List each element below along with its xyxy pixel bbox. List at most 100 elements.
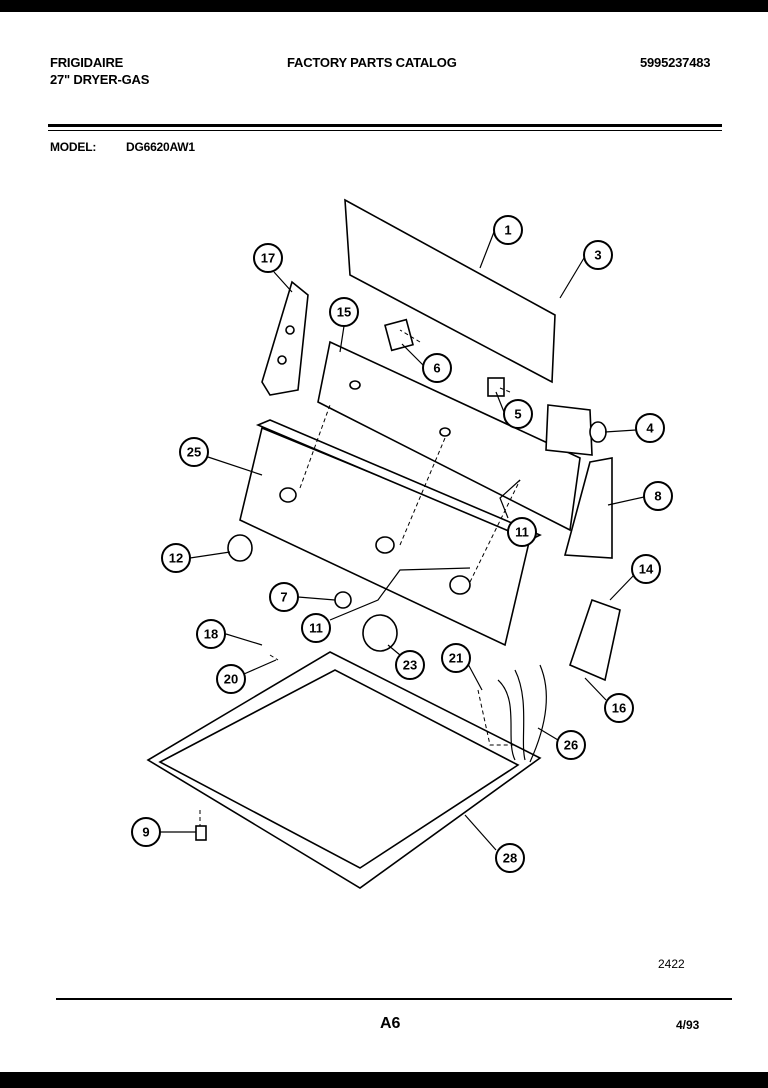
callout-28: 28 bbox=[495, 843, 525, 873]
svg-text:3: 3 bbox=[594, 248, 601, 263]
console-top-lip bbox=[255, 419, 542, 541]
panel-hole bbox=[439, 427, 451, 437]
control-module bbox=[569, 598, 621, 682]
catalog-number: 5995237483 bbox=[640, 55, 711, 70]
leader-line bbox=[243, 659, 277, 675]
top-cover-inner bbox=[158, 669, 520, 869]
page-number: A6 bbox=[380, 1015, 401, 1032]
leader-line bbox=[225, 633, 263, 646]
small-knob-part bbox=[487, 377, 505, 397]
assembly-line bbox=[477, 689, 515, 746]
callout-11-upper: 11 bbox=[507, 517, 537, 547]
callout-23: 23 bbox=[395, 650, 425, 680]
control-panel bbox=[317, 340, 581, 532]
callout-8: 8 bbox=[643, 481, 673, 511]
console-hole bbox=[449, 575, 471, 595]
wire-harness bbox=[514, 669, 526, 761]
callout-5: 5 bbox=[503, 399, 533, 429]
svg-text:8: 8 bbox=[654, 489, 661, 504]
bracket-screw bbox=[277, 355, 287, 365]
assembly-line bbox=[269, 654, 279, 661]
leader-line bbox=[387, 644, 401, 656]
callout-26: 26 bbox=[556, 730, 586, 760]
leader-line bbox=[495, 391, 505, 413]
leader-line bbox=[467, 663, 483, 691]
leader-line bbox=[273, 271, 293, 293]
figure-number: 2422 bbox=[658, 957, 685, 971]
assembly-line bbox=[499, 387, 511, 393]
model-number: DG6620AW1 bbox=[126, 140, 195, 154]
leader-line bbox=[401, 343, 425, 367]
console-hole bbox=[375, 536, 395, 554]
callout-11-lower: 11 bbox=[301, 613, 331, 643]
footer-rule bbox=[56, 998, 732, 1000]
brand-name: FRIGIDAIRE bbox=[50, 55, 124, 70]
revision-date: 4/93 bbox=[676, 1018, 700, 1032]
wire-harness bbox=[497, 679, 516, 761]
callout-16: 16 bbox=[604, 693, 634, 723]
callout-9: 9 bbox=[131, 817, 161, 847]
knob-part bbox=[227, 534, 253, 562]
screw-part bbox=[195, 825, 207, 841]
svg-text:11: 11 bbox=[309, 621, 323, 636]
callout-17: 17 bbox=[253, 243, 283, 273]
leader-line bbox=[479, 231, 495, 269]
svg-text:7: 7 bbox=[280, 590, 287, 605]
assembly-line bbox=[469, 479, 521, 583]
leader-line bbox=[537, 727, 559, 741]
assembly-line bbox=[399, 329, 421, 343]
leader-line bbox=[339, 325, 345, 353]
top-scan-border bbox=[0, 0, 768, 12]
button-part bbox=[334, 591, 352, 609]
leader-line bbox=[559, 257, 585, 299]
callout-4: 4 bbox=[635, 413, 665, 443]
bracket-screw bbox=[285, 325, 295, 335]
callout-12: 12 bbox=[161, 543, 191, 573]
switch-part bbox=[384, 318, 414, 352]
callout-3: 3 bbox=[583, 240, 613, 270]
svg-text:17: 17 bbox=[261, 251, 275, 266]
leader-line bbox=[604, 429, 637, 433]
rear-panel bbox=[344, 198, 556, 384]
svg-text:6: 6 bbox=[433, 361, 440, 376]
leader-line bbox=[584, 677, 607, 701]
callout-14: 14 bbox=[631, 554, 661, 584]
callout-21: 21 bbox=[441, 643, 471, 673]
large-knob-part bbox=[362, 614, 398, 652]
catalog-title: FACTORY PARTS CATALOG bbox=[287, 55, 457, 70]
svg-text:5: 5 bbox=[514, 407, 521, 422]
callout-15: 15 bbox=[329, 297, 359, 327]
svg-text:18: 18 bbox=[204, 627, 218, 642]
panel-hole bbox=[349, 380, 361, 390]
callout-1: 1 bbox=[493, 215, 523, 245]
wire-harness bbox=[529, 664, 547, 763]
svg-text:20: 20 bbox=[224, 672, 238, 687]
svg-text:9: 9 bbox=[142, 825, 149, 840]
svg-text:14: 14 bbox=[639, 562, 654, 577]
end-cap bbox=[563, 457, 613, 559]
header-rule-bottom bbox=[48, 130, 722, 131]
callout-7: 7 bbox=[269, 582, 299, 612]
svg-text:15: 15 bbox=[337, 305, 351, 320]
svg-text:12: 12 bbox=[169, 551, 183, 566]
svg-text:16: 16 bbox=[612, 701, 626, 716]
leader-line bbox=[297, 596, 336, 601]
svg-text:4: 4 bbox=[646, 421, 654, 436]
svg-text:25: 25 bbox=[187, 445, 201, 460]
bottom-scan-border bbox=[0, 1072, 768, 1088]
leader-line bbox=[609, 574, 635, 601]
callout-18: 18 bbox=[196, 619, 226, 649]
assembly-line bbox=[299, 404, 331, 489]
header-rule-top bbox=[48, 124, 722, 127]
product-name: 27" DRYER-GAS bbox=[50, 72, 150, 87]
assembly-line bbox=[399, 437, 446, 546]
leader-line bbox=[207, 456, 263, 476]
timer-shaft bbox=[589, 421, 607, 443]
leader-line bbox=[464, 814, 497, 851]
svg-text:28: 28 bbox=[503, 851, 517, 866]
svg-text:21: 21 bbox=[449, 651, 463, 666]
callout-25: 25 bbox=[179, 437, 209, 467]
svg-text:23: 23 bbox=[403, 658, 417, 673]
leader-line bbox=[189, 551, 231, 559]
